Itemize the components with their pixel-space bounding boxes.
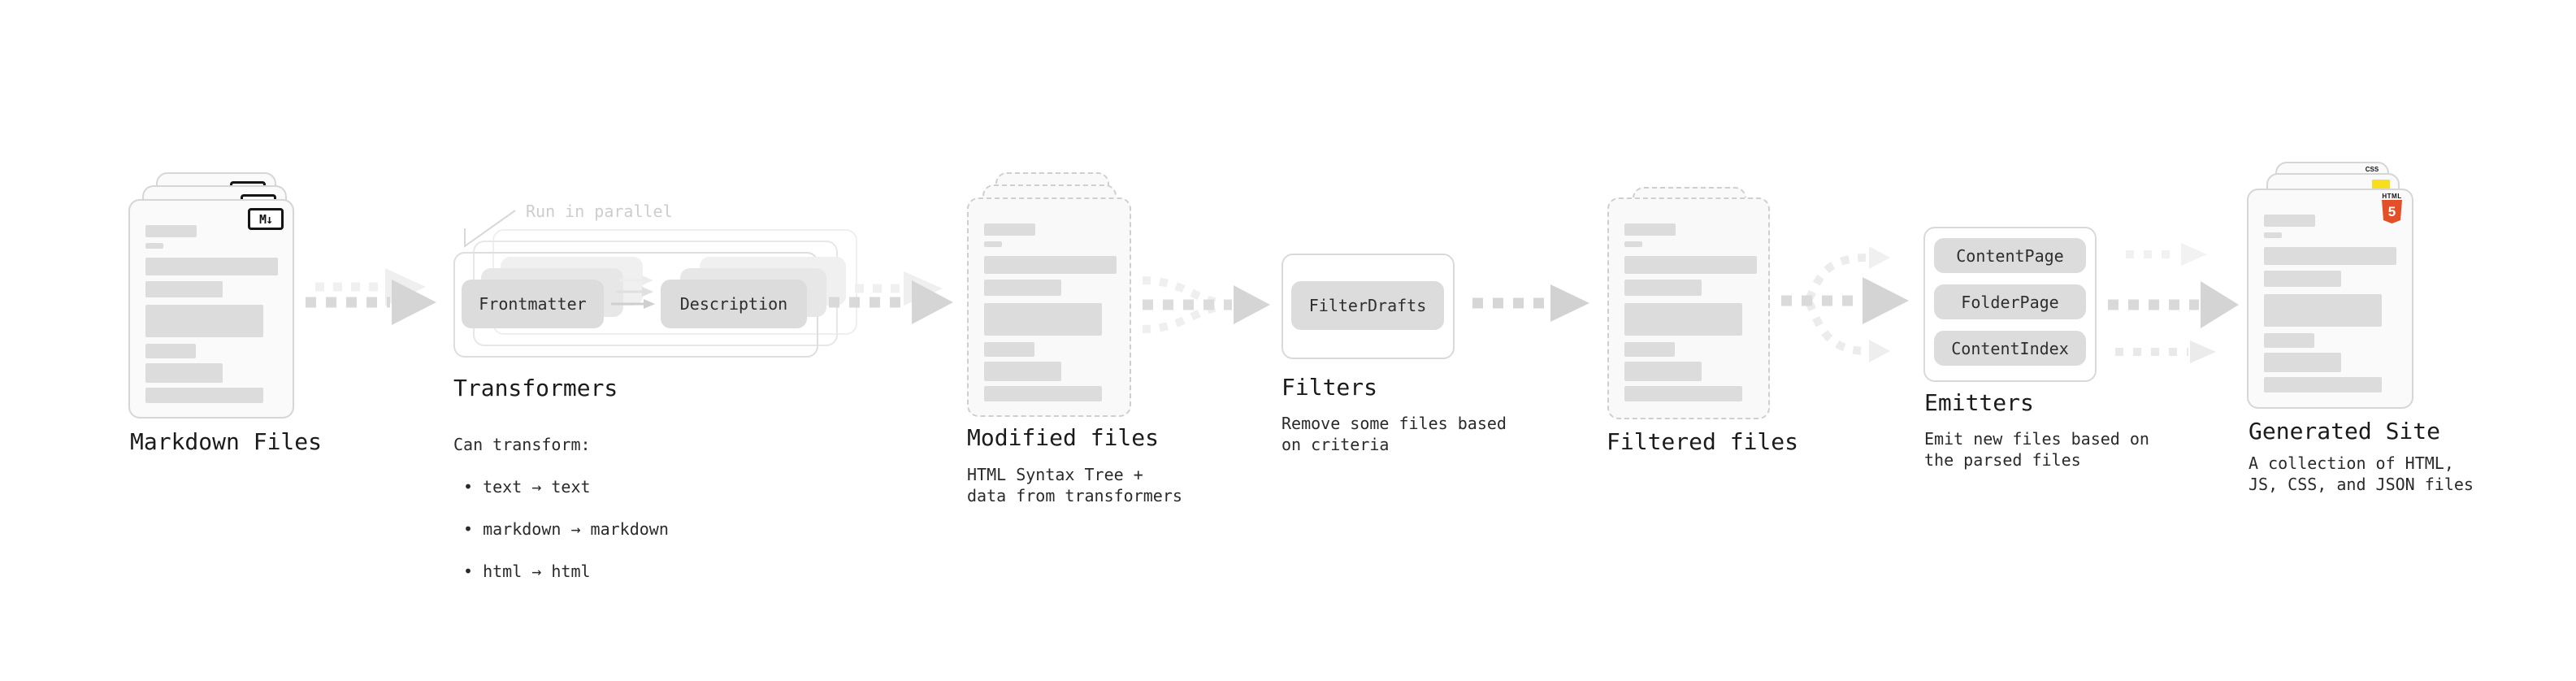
emitter-node-folderpage: FolderPage	[1934, 284, 2086, 319]
text-line-placeholder	[145, 363, 223, 383]
stage-label-modified-files: Modified files	[967, 424, 1160, 451]
emitters-description: Emit new files based on the parsed files	[1924, 429, 2149, 470]
html5-icon-label: HTML	[2382, 193, 2402, 200]
transformers-description: Can transform: text → text markdown → ma…	[453, 413, 669, 603]
text-line-placeholder	[984, 342, 1034, 357]
text-line-placeholder	[2264, 333, 2314, 348]
emitter-node-contentpage: ContentPage	[1934, 238, 2086, 273]
text-line-placeholder	[1624, 223, 1676, 236]
text-line-placeholder	[984, 223, 1035, 236]
stage-label-markdown-files: Markdown Files	[130, 428, 323, 455]
text-line-placeholder	[984, 303, 1102, 336]
text-line-placeholder	[2264, 377, 2382, 393]
text-line-placeholder	[1624, 362, 1702, 381]
html5-number: 5	[2387, 203, 2396, 219]
text-line-placeholder	[984, 241, 1002, 247]
modified-files-description: HTML Syntax Tree + data from transformer…	[967, 465, 1182, 505]
generated-document-html: HTML 5	[2247, 189, 2413, 409]
text-line-placeholder	[984, 256, 1117, 274]
emitter-node-contentindex: ContentIndex	[1934, 331, 2086, 366]
js-icon	[2372, 180, 2390, 189]
text-line-placeholder	[145, 258, 278, 275]
text-line-placeholder	[145, 344, 196, 358]
flow-arrows-emitters-to-generated	[2108, 243, 2239, 363]
html5-icon: HTML 5	[2382, 193, 2402, 223]
text-line-placeholder	[145, 388, 263, 403]
flow-arrow-markdown-to-transformers	[306, 268, 436, 325]
markdown-document-front: M↓	[128, 199, 294, 419]
stage-label-transformers: Transformers	[453, 375, 618, 401]
text-line-placeholder	[2264, 215, 2315, 227]
text-line-placeholder	[1624, 303, 1742, 336]
text-line-placeholder	[2264, 294, 2382, 327]
text-line-placeholder	[1624, 386, 1742, 401]
can-transform-heading: Can transform:	[453, 435, 591, 454]
branch-arrow-filtered-to-emitters	[1781, 246, 1909, 362]
modified-document-front	[967, 197, 1131, 417]
text-line-placeholder	[145, 305, 263, 337]
text-line-placeholder	[145, 225, 197, 237]
text-line-placeholder	[1624, 280, 1702, 296]
text-line-placeholder	[984, 386, 1102, 401]
text-line-placeholder	[2264, 353, 2341, 372]
text-line-placeholder	[2264, 271, 2341, 287]
stage-label-filters: Filters	[1281, 374, 1378, 401]
filter-node-filterdrafts: FilterDrafts	[1291, 281, 1444, 330]
text-line-placeholder	[984, 362, 1061, 381]
flow-arrow-filters-to-filtered	[1472, 284, 1589, 322]
generated-site-description: A collection of HTML, JS, CSS, and JSON …	[2249, 453, 2474, 494]
parallel-step-arrows	[611, 275, 655, 309]
text-line-placeholder	[1624, 256, 1757, 274]
merge-arrow-modified-to-filters	[1142, 276, 1270, 333]
text-line-placeholder	[2264, 247, 2396, 265]
run-in-parallel-annotation: Run in parallel	[526, 202, 673, 221]
text-line-placeholder	[1624, 342, 1675, 357]
transformer-node-frontmatter: Frontmatter	[462, 280, 604, 328]
flow-arrow-transformers-to-modified	[829, 271, 953, 324]
markdown-icon: M↓	[248, 208, 284, 230]
stage-label-emitters: Emitters	[1924, 389, 2034, 416]
text-line-placeholder	[1624, 241, 1642, 247]
css-icon-label: CSS	[2365, 166, 2379, 173]
stage-label-filtered-files: Filtered files	[1607, 428, 1799, 455]
transform-bullet: text → text	[463, 476, 669, 497]
transformer-node-description: Description	[661, 280, 807, 328]
annotation-leader-line	[464, 210, 516, 248]
text-line-placeholder	[984, 280, 1061, 296]
filtered-document-front	[1607, 197, 1770, 419]
transform-bullet: markdown → markdown	[463, 518, 669, 540]
html5-shield: 5	[2382, 200, 2402, 223]
text-line-placeholder	[145, 243, 163, 249]
filters-description: Remove some files based on criteria	[1281, 414, 1507, 454]
transform-bullet: html → html	[463, 561, 669, 582]
text-line-placeholder	[2264, 232, 2282, 238]
text-line-placeholder	[145, 281, 223, 297]
stage-label-generated-site: Generated Site	[2249, 418, 2441, 445]
